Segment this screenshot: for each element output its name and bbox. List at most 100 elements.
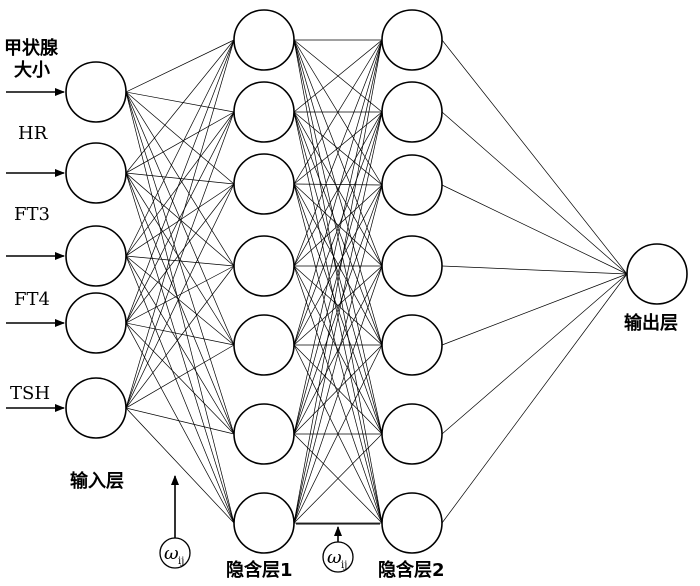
edge-hidden2-5-to-output-1 [441, 273, 628, 346]
edge-input-1-to-hidden1-1 [125, 39, 235, 93]
edge-hidden1-4-to-hidden2-3 [293, 184, 383, 267]
edge-hidden1-3-to-hidden2-1 [293, 39, 383, 185]
input-label-ft3: FT3 [14, 204, 50, 225]
edge-input-1-to-hidden1-7 [125, 91, 235, 524]
hidden1-node-4 [233, 235, 295, 297]
output-layer-label: 输出层 [624, 312, 678, 334]
edge-hidden1-5-to-hidden2-2 [293, 111, 383, 346]
edge-hidden1-6-to-hidden2-3 [293, 184, 383, 435]
edge-input-1-to-hidden1-3 [125, 91, 235, 185]
hidden1-node-6 [233, 403, 295, 465]
edge-hidden1-3-to-hidden2-3 [293, 183, 383, 186]
edge-input-5-to-hidden1-4 [125, 265, 235, 409]
hidden2-node-7 [381, 492, 443, 554]
input-label-hr: HR [18, 123, 48, 144]
weight-symbol-2: ω [327, 547, 342, 568]
edge-input-5-to-hidden1-7 [125, 407, 235, 524]
edge-input-4-to-hidden1-1 [125, 39, 235, 324]
edge-input-3-to-hidden1-6 [125, 255, 235, 435]
edge-hidden1-6-to-hidden2-4 [293, 265, 383, 435]
input-node-2 [65, 142, 127, 204]
edge-input-1-to-hidden1-5 [125, 91, 235, 346]
edge-hidden1-7-to-hidden2-4 [293, 265, 383, 524]
edge-hidden1-7-to-hidden2-2 [293, 111, 383, 524]
edge-input-2-to-hidden1-2 [125, 111, 235, 174]
edge-hidden2-1-to-output-1 [441, 39, 628, 275]
edge-input-4-to-hidden1-6 [125, 322, 235, 435]
weight-symbol-circle-1 [159, 537, 191, 569]
hidden1-node-2 [233, 81, 295, 143]
edge-hidden2-3-to-output-1 [441, 184, 628, 275]
input-label-tsh: TSH [10, 383, 50, 404]
edge-hidden1-7-to-hidden2-3 [293, 184, 383, 524]
edge-hidden2-4-to-output-1 [441, 265, 628, 275]
edge-hidden1-7-to-hidden2-5 [293, 344, 383, 524]
edge-hidden1-2-to-hidden2-1 [293, 39, 383, 113]
hidden-layer-1-label: 隐含层1 [226, 559, 293, 581]
connection-edges [125, 39, 628, 524]
edge-hidden1-5-to-hidden2-1 [293, 39, 383, 346]
input-node-1 [65, 61, 127, 123]
weight-symbol-1: ω [164, 543, 179, 564]
edge-input-5-to-hidden1-3 [125, 183, 235, 409]
neuron-nodes [65, 9, 688, 554]
edge-input-3-to-hidden1-2 [125, 111, 235, 257]
edge-input-1-to-hidden1-6 [125, 91, 235, 435]
weight-subscript-2: ij [341, 560, 347, 571]
hidden1-node-1 [233, 9, 295, 71]
edge-input-4-to-hidden1-3 [125, 183, 235, 324]
edge-hidden1-5-to-hidden2-4 [293, 265, 383, 346]
edge-hidden1-6-to-hidden2-2 [293, 111, 383, 435]
hidden2-node-1 [381, 9, 443, 71]
hidden2-node-6 [381, 403, 443, 465]
input-node-5 [65, 377, 127, 439]
edge-hidden1-3-to-hidden2-2 [293, 111, 383, 185]
edge-input-4-to-hidden1-2 [125, 111, 235, 324]
edge-input-3-to-hidden1-5 [125, 255, 235, 346]
input-node-4 [65, 292, 127, 354]
edge-hidden1-7-to-hidden2-6 [293, 433, 383, 524]
hidden2-node-3 [381, 154, 443, 216]
edge-input-4-to-hidden1-5 [125, 322, 235, 346]
input-node-3 [65, 225, 127, 287]
hidden1-node-5 [233, 314, 295, 376]
edge-input-1-to-hidden1-4 [125, 91, 235, 267]
hidden1-node-7 [233, 492, 295, 554]
edge-input-5-to-hidden1-1 [125, 39, 235, 409]
edge-hidden1-2-to-hidden2-3 [293, 111, 383, 186]
edge-input-1-to-hidden1-2 [125, 91, 235, 113]
edge-input-2-to-hidden1-7 [125, 172, 235, 524]
hidden2-node-5 [381, 314, 443, 376]
output-node-1 [626, 243, 688, 305]
edge-input-3-to-hidden1-3 [125, 183, 235, 257]
edge-input-3-to-hidden1-7 [125, 255, 235, 524]
edge-input-5-to-hidden1-6 [125, 407, 235, 435]
edge-input-2-to-hidden1-1 [125, 39, 235, 174]
edge-hidden2-7-to-output-1 [441, 273, 628, 524]
input-label-thyroid-line2: 大小 [14, 59, 50, 81]
edge-hidden1-4-to-hidden2-2 [293, 111, 383, 267]
edge-hidden2-2-to-output-1 [441, 111, 628, 275]
edge-hidden1-7-to-hidden2-1 [293, 39, 383, 524]
input-layer-label: 输入层 [70, 470, 124, 492]
edge-input-2-to-hidden1-4 [125, 172, 235, 267]
edge-hidden1-4-to-hidden2-1 [293, 39, 383, 267]
hidden2-node-4 [381, 235, 443, 297]
input-label-ft4: FT4 [14, 289, 50, 310]
hidden2-node-2 [381, 81, 443, 143]
edge-hidden1-5-to-hidden2-3 [293, 184, 383, 346]
edge-input-2-to-hidden1-3 [125, 172, 235, 185]
weight-subscript-1: ij [178, 556, 184, 567]
hidden-layer-2-label: 隐含层2 [378, 559, 445, 581]
edge-hidden1-6-to-hidden2-5 [293, 344, 383, 435]
input-arrows [6, 88, 65, 412]
edge-hidden2-6-to-output-1 [441, 273, 628, 435]
input-label-thyroid-line1: 甲状腺 [4, 37, 59, 59]
hidden1-node-3 [233, 153, 295, 215]
edge-input-3-to-hidden1-1 [125, 39, 235, 257]
edge-input-5-to-hidden1-2 [125, 111, 235, 409]
edge-input-5-to-hidden1-5 [125, 344, 235, 409]
weight-symbol-circle-2 [322, 541, 354, 573]
